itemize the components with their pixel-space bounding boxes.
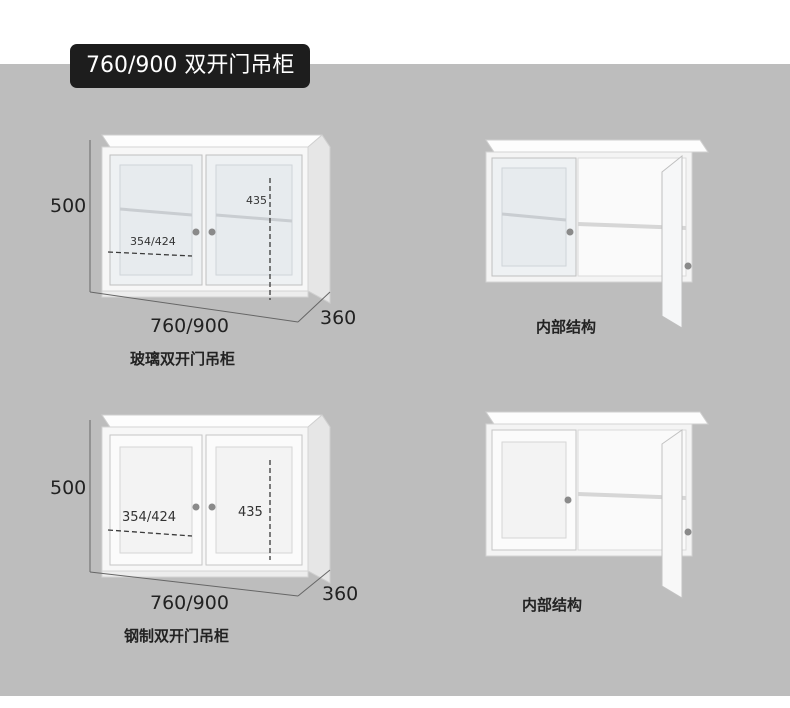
glass-depth-label: 360 xyxy=(320,307,357,329)
steel-cabinet-caption: 钢制双开门吊柜 xyxy=(124,627,230,645)
page-title-badge: 760/900 双开门吊柜 xyxy=(70,44,311,88)
steel-height-label: 500 xyxy=(50,477,87,499)
steel-cabinet-front xyxy=(101,414,331,584)
page-title: 760/900 双开门吊柜 xyxy=(86,53,295,78)
glass-cabinet-front xyxy=(101,134,331,304)
steel-interior-caption: 内部结构 xyxy=(522,596,583,614)
steel-inner-height-label: 435 xyxy=(238,505,263,520)
glass-shelf-width-label: 354/424 xyxy=(130,235,176,248)
glass-cabinet-interior xyxy=(485,139,709,329)
glass-cabinet-caption: 玻璃双开门吊柜 xyxy=(130,350,236,368)
glass-height-label: 500 xyxy=(50,195,87,217)
glass-width-label: 760/900 xyxy=(150,315,229,337)
steel-depth-label: 360 xyxy=(322,583,359,605)
glass-inner-height-label: 435 xyxy=(246,194,267,207)
steel-width-label: 760/900 xyxy=(150,592,229,614)
steel-shelf-width-label: 354/424 xyxy=(122,510,177,525)
glass-interior-caption: 内部结构 xyxy=(536,318,597,336)
steel-cabinet-interior xyxy=(485,411,709,599)
